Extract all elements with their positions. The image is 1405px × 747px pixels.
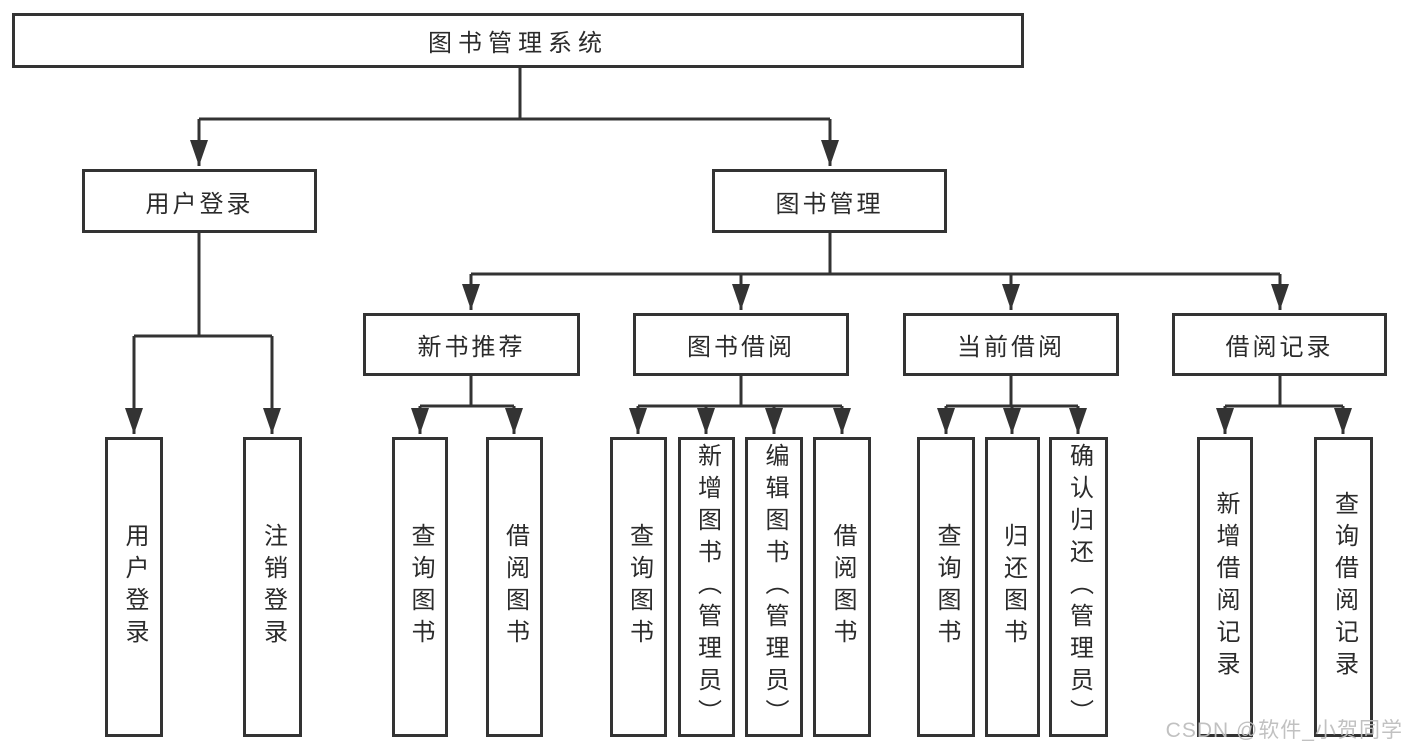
leaf-bb-borrow-books: 借阅图书 — [813, 437, 871, 737]
leaf-cb-query-books: 查询图书 — [917, 437, 975, 737]
leaf-cb-return-book-label: 归还图书 — [999, 523, 1027, 651]
node-root: 图书管理系统 — [12, 13, 1024, 68]
connector-root-trunk — [199, 68, 830, 121]
node-current-borrow: 当前借阅 — [903, 313, 1119, 376]
connector-user-login-trunk — [134, 233, 272, 338]
leaf-nb-borrow-books: 借阅图书 — [486, 437, 543, 737]
connector-book-borrow-trunk — [638, 376, 842, 408]
node-book-borrow: 图书借阅 — [633, 313, 849, 376]
node-borrow-records: 借阅记录 — [1172, 313, 1387, 376]
leaf-cb-return-book: 归还图书 — [985, 437, 1040, 737]
connector-new-book-trunk — [420, 376, 514, 408]
leaf-cb-query-books-label: 查询图书 — [933, 523, 960, 651]
leaf-br-add-record: 新增借阅记录 — [1197, 437, 1253, 737]
leaf-user-login: 用户登录 — [105, 437, 163, 737]
csdn-watermark: CSDN @软件_小贺同学 — [1165, 719, 1403, 742]
connector-borrow-records-trunk — [1225, 376, 1343, 408]
leaf-bb-edit-book-admin: 编辑图书（管理员） — [745, 437, 803, 737]
connector-book-management-trunk — [471, 233, 1280, 276]
leaf-bb-query-books-label: 查询图书 — [625, 523, 653, 651]
leaf-bb-borrow-books-label: 借阅图书 — [829, 523, 856, 651]
leaf-bb-query-books: 查询图书 — [610, 437, 667, 737]
leaf-cb-confirm-return-admin: 确认归还（管理员） — [1049, 437, 1108, 737]
node-new-book-recommend: 新书推荐 — [363, 313, 580, 376]
leaf-nb-borrow-books-label: 借阅图书 — [501, 523, 529, 651]
node-user-login: 用户登录 — [82, 169, 317, 233]
leaf-logout: 注销登录 — [243, 437, 302, 737]
leaf-logout-label: 注销登录 — [259, 523, 287, 651]
node-book-management: 图书管理 — [712, 169, 947, 233]
connector-current-borrow-trunk — [946, 376, 1078, 408]
leaf-nb-query-books: 查询图书 — [392, 437, 448, 737]
leaf-bb-add-book-admin-label: 新增图书（管理员） — [693, 443, 721, 731]
leaf-bb-add-book-admin: 新增图书（管理员） — [678, 437, 735, 737]
leaf-nb-query-books-label: 查询图书 — [407, 523, 434, 651]
leaf-user-login-label: 用户登录 — [121, 523, 148, 651]
leaf-bb-edit-book-admin-label: 编辑图书（管理员） — [761, 443, 788, 731]
leaf-br-query-record: 查询借阅记录 — [1314, 437, 1373, 737]
leaf-cb-confirm-return-admin-label: 确认归还（管理员） — [1065, 443, 1093, 731]
leaf-br-add-record-label: 新增借阅记录 — [1212, 491, 1239, 683]
leaf-br-query-record-label: 查询借阅记录 — [1330, 491, 1358, 683]
